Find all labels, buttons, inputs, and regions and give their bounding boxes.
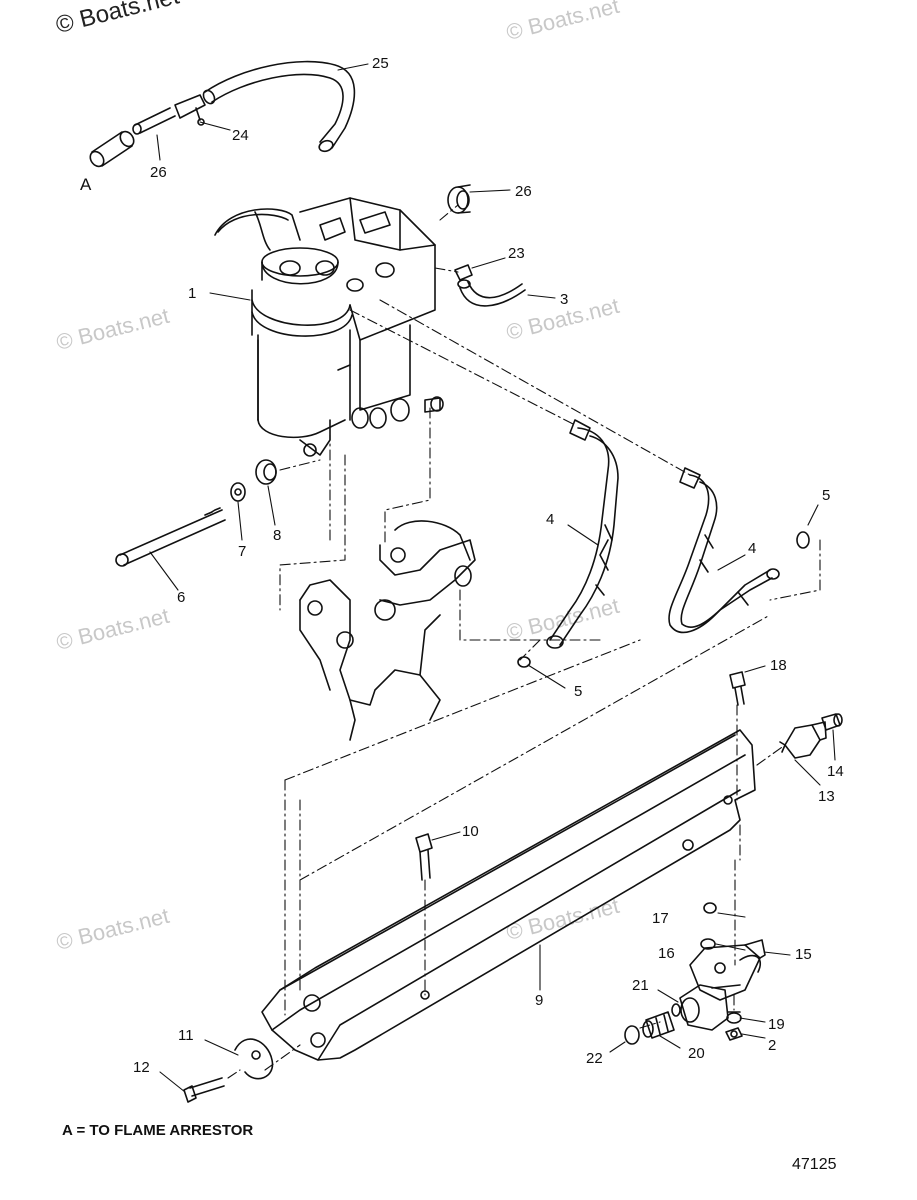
rail-9 [261, 729, 756, 1061]
part-label-10: 10 [462, 823, 479, 840]
hose-3 [454, 264, 526, 307]
o-ring-16 [700, 938, 716, 950]
bolt-6 [115, 459, 277, 567]
leader-lines [149, 63, 836, 1093]
part-label-5: 5 [574, 683, 582, 700]
clip-11 [234, 1038, 274, 1080]
fuel-line-4-right [668, 467, 780, 634]
part-label-24: 23 [508, 245, 525, 262]
alignment-lines [227, 204, 821, 1079]
fitting-14 [821, 713, 843, 731]
washer-19 [726, 1011, 742, 1024]
pump-body-22 [679, 984, 729, 1031]
pump-15 [689, 939, 766, 1001]
part-label-12: 12 [133, 1059, 150, 1076]
part-label-22: 21 [632, 977, 649, 994]
part-label-14: 14 [827, 763, 844, 780]
engine-bracket [299, 520, 476, 741]
screw-12 [183, 1077, 225, 1103]
part-label-13: 13 [818, 788, 835, 805]
part-label-11: 11 [178, 1027, 194, 1044]
part-label-21: 20 [688, 1045, 705, 1062]
sensor-13 [779, 721, 827, 759]
part-label-17: 17 [652, 910, 669, 927]
fuel-line-4-left [546, 419, 619, 649]
part-label-7: 7 [238, 543, 246, 560]
screw-10 [415, 833, 433, 881]
part-label-6: 6 [177, 589, 185, 606]
fitting-21 [642, 1011, 675, 1039]
diagram-number: 47125 [792, 1156, 837, 1173]
seal [671, 1003, 681, 1017]
screw-18 [729, 671, 746, 706]
view-marker-a: A [80, 175, 92, 194]
part-label-26: 25 [372, 55, 389, 72]
hose-assembly-view-a [89, 60, 356, 168]
o-ring-23 [624, 1025, 640, 1045]
part-label-18: 18 [770, 657, 787, 674]
grommet-2 [447, 184, 471, 214]
part-number-labels: 1 26 3 4 4 5 5 6 7 8 9 10 11 12 13 14 15… [80, 55, 844, 1076]
part-label-23: 22 [586, 1050, 603, 1067]
main-assembly-1 [214, 197, 444, 457]
part-label-15: 15 [795, 946, 812, 963]
footnote: A = TO FLAME ARRESTOR [62, 1122, 254, 1139]
nut-20 [725, 1027, 743, 1041]
part-label-16: 16 [658, 945, 675, 962]
part-label-20: 2 [768, 1037, 776, 1054]
o-ring-5-top [796, 531, 810, 549]
part-label-4: 4 [748, 540, 756, 557]
part-label-9: 9 [535, 992, 543, 1009]
part-label-25: 24 [232, 127, 249, 144]
part-label-26: 26 [150, 164, 167, 181]
part-label-2: 26 [515, 183, 532, 200]
part-label-19: 19 [768, 1016, 785, 1033]
part-label-4: 4 [546, 511, 554, 528]
part-label-1: 1 [188, 285, 196, 302]
o-ring-5-bottom [517, 656, 531, 668]
part-label-8: 8 [273, 527, 281, 544]
part-label-5: 5 [822, 487, 830, 504]
cap-17 [703, 902, 717, 914]
part-label-3: 3 [560, 291, 568, 308]
